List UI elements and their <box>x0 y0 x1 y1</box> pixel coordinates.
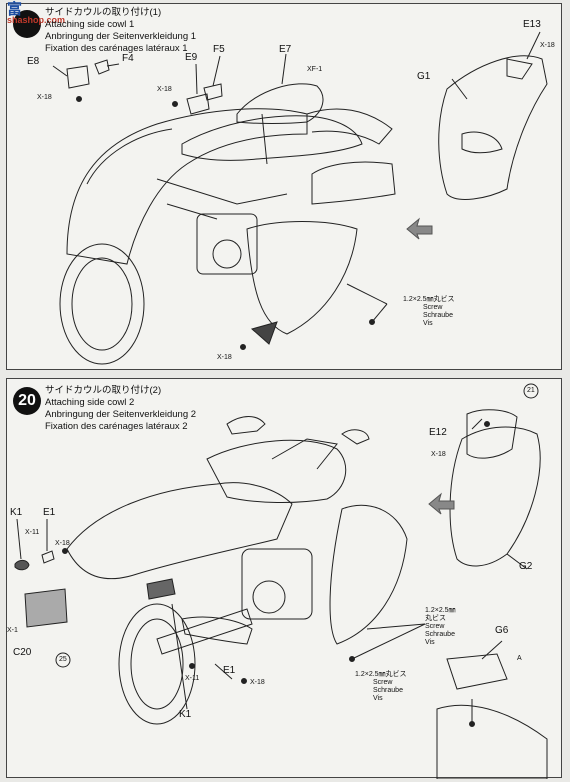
title-en: Attaching side cowl 1 <box>45 19 135 30</box>
mirror-right <box>341 429 370 445</box>
engine <box>196 213 258 275</box>
side-cowl-g2 <box>449 426 541 567</box>
mirror-e9 <box>186 93 210 115</box>
step-19-diagram <box>52 31 548 365</box>
ref-circle-25 <box>55 652 71 668</box>
side-cowl-g1 <box>438 55 548 200</box>
paint-label-x11-a: X-11 <box>25 529 40 536</box>
paint-label-x1: X-1 <box>7 627 18 634</box>
part-label-k1-a: K1 <box>10 507 23 518</box>
part-label-c20: C20 <box>13 647 32 658</box>
paint-label-x18-a: X-18 <box>37 94 52 101</box>
tail-cowl <box>66 482 293 580</box>
lower-cowl <box>246 221 358 335</box>
paint-label-x18-d: X-18 <box>217 354 232 361</box>
part-label-f5: F5 <box>213 44 225 55</box>
paint-label-xf1: XF-1 <box>307 66 323 73</box>
paint-label-x18-c: X-18 <box>540 42 555 49</box>
cowl-e13 <box>506 58 533 80</box>
paint-label-x18-c: X-18 <box>250 679 265 686</box>
screw-note-20-a: 1.2×2.5㎜ 丸ビス Screw Schraube Vis <box>425 607 456 646</box>
title-de: Anbringung der Seitenverkleidung 2 <box>45 409 197 420</box>
paint-label-x18-b: X-18 <box>157 86 172 93</box>
part-label-e13: E13 <box>523 19 541 30</box>
exhaust <box>181 616 253 645</box>
part-label-a: A <box>517 655 522 662</box>
part-label-g1: G1 <box>417 71 431 82</box>
front-fairing <box>66 108 308 265</box>
part-label-e1-a: E1 <box>43 507 56 518</box>
step-number-19 <box>13 10 41 38</box>
fuel-tank <box>181 115 363 161</box>
paint-label-x11-b: X-11 <box>185 675 200 682</box>
part-label-e7: E7 <box>279 44 292 55</box>
part-g6 <box>446 653 508 690</box>
front-lower-fairing <box>329 504 408 645</box>
title-jp: サイドカウルの取り付け(1) <box>45 7 162 18</box>
screw-note-20-b: 1.2×2.5㎜丸ビス Screw Schraube Vis <box>355 671 407 702</box>
ref-circle-21 <box>523 383 539 399</box>
paint-label-x18-b: X-18 <box>55 540 70 547</box>
rear-wheel <box>118 603 196 725</box>
title-fr: Fixation des carénages latéraux 2 <box>45 421 188 432</box>
license-plate-c20 <box>24 588 68 628</box>
part-label-e8: E8 <box>27 56 40 67</box>
exhaust <box>311 161 396 205</box>
step-19-panel: 富 shashop.com サイドカウルの取り付け(1) Attaching s… <box>6 1 562 370</box>
watermark-logo: 富 shashop.com <box>7 1 66 25</box>
seat-e7 <box>236 83 324 124</box>
mirror-f5 <box>203 83 223 101</box>
part-label-g6: G6 <box>495 625 509 636</box>
title-de: Anbringung der Seitenverkleidung 1 <box>45 31 197 42</box>
paint-label-x18-a: X-18 <box>431 451 446 458</box>
lamp-k1 <box>14 559 30 571</box>
engine <box>241 548 313 620</box>
bracket-k1 <box>146 578 176 600</box>
mirror-f4 <box>94 59 110 75</box>
mirror-left <box>226 416 266 435</box>
screw-note-19: 1.2×2.5㎜丸ビス Screw Schraube Vis <box>403 296 455 327</box>
part-label-g2: G2 <box>519 561 533 572</box>
part-label-f4: F4 <box>122 53 134 64</box>
front-wheel <box>59 243 145 365</box>
bracket-e1 <box>41 550 55 564</box>
title-fr: Fixation des carénages latéraux 1 <box>45 43 188 54</box>
part-label-e12: E12 <box>429 427 447 438</box>
direction-arrow <box>406 217 433 240</box>
part-label-k1-b: K1 <box>179 709 192 720</box>
mirror-e8 <box>66 65 90 89</box>
step-20-heading: サイドカウルの取り付け(2) Attaching side cowl 2 Anb… <box>45 385 196 433</box>
direction-arrow <box>428 492 455 515</box>
part-label-e1-b: E1 <box>223 665 236 676</box>
ref-label-25: 25 <box>59 656 67 663</box>
ref-label-21: 21 <box>527 387 535 394</box>
fuel-tank <box>206 439 347 504</box>
step-20-diagram <box>14 383 548 779</box>
title-en: Attaching side cowl 2 <box>45 397 135 408</box>
step-number-20: 20 <box>13 387 41 415</box>
title-jp: サイドカウルの取り付け(2) <box>45 385 162 396</box>
step-20-panel: 20 サイドカウルの取り付け(2) Attaching side cowl 2 … <box>6 378 562 779</box>
step-19-heading: サイドカウルの取り付け(1) Attaching side cowl 1 Anb… <box>45 7 196 55</box>
cowl-e12 <box>466 409 518 459</box>
part-label-e9: E9 <box>185 52 198 63</box>
